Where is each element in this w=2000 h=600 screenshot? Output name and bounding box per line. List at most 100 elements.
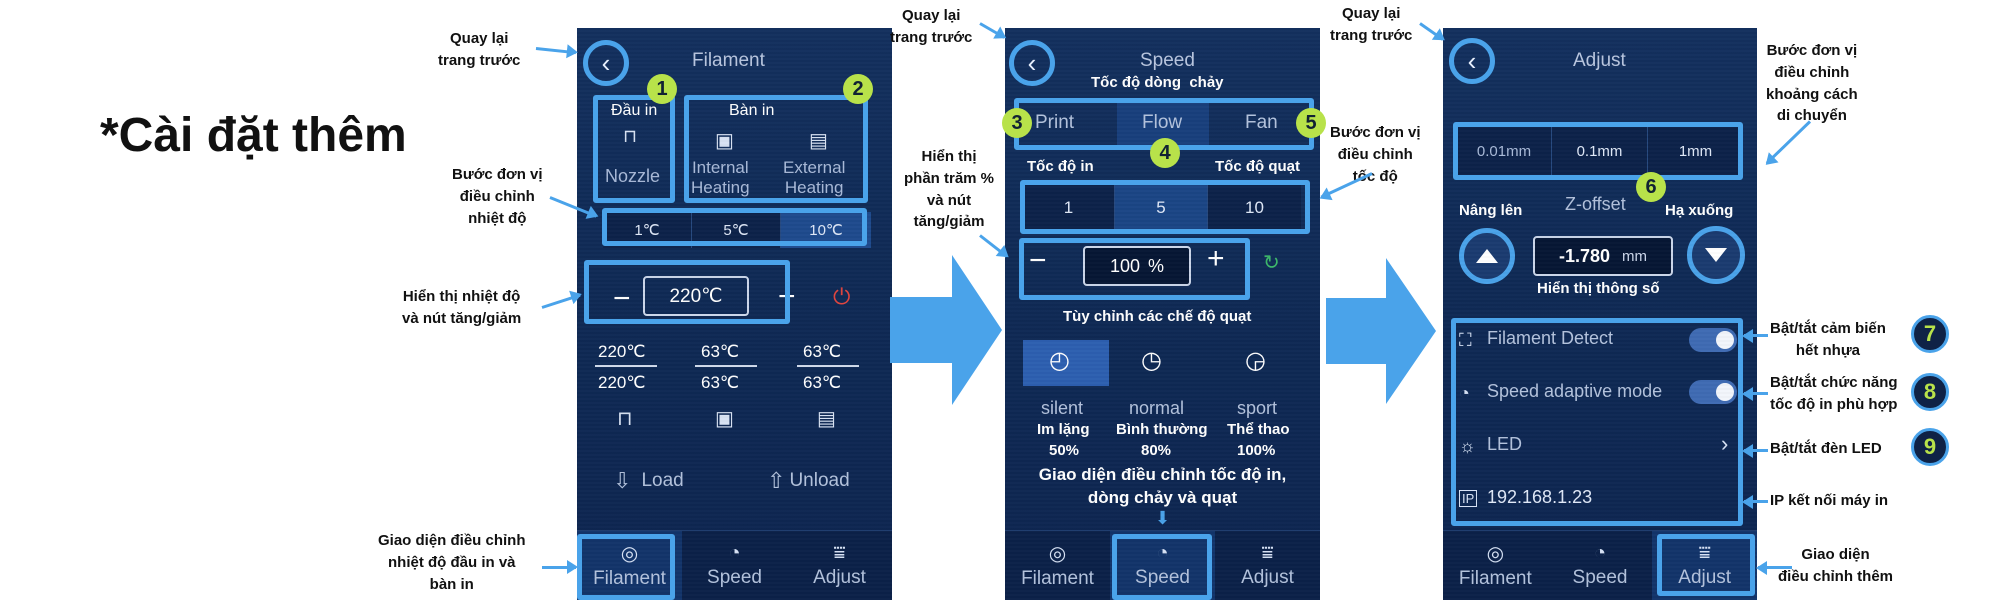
speed-adaptive-toggle[interactable] [1689,380,1737,404]
tab-adjust[interactable]: ⩸Adjust [1652,531,1757,600]
filament-spool-icon: ◎ [1486,543,1505,565]
annotation-percent-display: Hiển thị phần trăm % và nút tăng/giảm [904,148,995,231]
speed-screen: ‹ Speed Tốc độ dòng chảy Print Flow Fan … [1005,28,1320,600]
mode-name: sport [1237,398,1278,418]
tab-label: Filament [1458,568,1532,589]
annotation-filament-sensor: Bật/tắt cảm biến hết nhựa [1770,320,1886,359]
tab-filament[interactable]: ◎Filament [1005,531,1110,600]
tab-speed[interactable]: ◔Speed [1110,531,1215,600]
readout-current: 63℃ [701,342,740,361]
percent-increase-button[interactable]: + [1207,242,1225,275]
speed-step-10[interactable]: 10 [1245,198,1264,217]
z-up-button[interactable] [1459,228,1515,284]
nozzle-icon[interactable]: ⊓ [623,126,638,146]
tab-label: Speed [707,567,762,588]
tab-filament[interactable]: ◎ Filament [1443,531,1548,600]
filament-spool-icon: ◎ [620,543,639,565]
back-button[interactable]: ‹ [1449,38,1495,84]
nozzle-label[interactable]: Nozzle [605,166,661,186]
mode-vi: Thể thao [1227,421,1290,438]
tab-filament[interactable]: ◎Filament [577,531,682,600]
mode-name: silent [1041,398,1084,418]
fan-sport-icon[interactable]: ◶ [1245,347,1266,374]
badge-6: 6 [1636,172,1666,202]
temp-increase-button[interactable]: + [778,280,796,313]
power-icon[interactable]: ⏻ [833,284,851,309]
back-button[interactable]: ‹ [1009,40,1055,86]
back-button[interactable]: ‹ [583,40,629,86]
percent-value: 100 [1109,255,1141,276]
reset-icon[interactable]: ↻ [1263,252,1280,274]
unload-button[interactable]: ⇧ Unload [767,468,850,494]
internal-heating-label[interactable]: Internal Heating [691,158,750,198]
tab-speed[interactable]: ◔Speed [682,531,787,600]
nozzle-header: Đầu in [611,102,658,119]
mode-vi: Im lặng [1037,421,1090,438]
load-button[interactable]: ⇩ Load [613,468,684,494]
unload-label: Unload [789,470,850,491]
screen-title: Adjust [1573,50,1626,71]
zoffset-value: -1.780 [1558,245,1611,266]
percent-decrease-button[interactable]: − [1029,244,1047,277]
annotation-speed-step: Bước đơn vị điều chỉnh tốc độ [1330,124,1421,185]
pointer-arrow [1744,392,1768,395]
tab-print[interactable]: Print [1035,112,1075,133]
flow-arrow-icon [1326,258,1436,404]
bottom-nav: ◎Filament ◔Speed ⩸Adjust [577,530,892,600]
mode-name: normal [1129,398,1185,418]
temp-step-5[interactable]: 5℃ [692,212,781,248]
badge-3: 3 [1002,108,1032,138]
pointer-arrow [535,47,576,55]
temp-step-1[interactable]: 1℃ [603,212,692,248]
load-icon: ⇩ [613,468,632,493]
temp-step-10[interactable]: 10℃ [781,212,871,248]
internal-heating-icon: ▣ [715,408,734,430]
chevron-right-icon[interactable]: › [1721,431,1729,456]
readout-divider [695,365,757,367]
move-step-0-1[interactable]: 0.1mm [1552,124,1648,178]
readout-divider [595,365,657,367]
annotation-back: Quay lại trang trước [890,7,973,46]
adjust-screen: ‹ Adjust 0.01mm 0.1mm 1mm Nâng lên Z-off… [1443,28,1757,600]
filament-detect-toggle[interactable] [1689,328,1737,352]
tab-flow[interactable]: Flow [1142,112,1183,133]
tab-adjust[interactable]: ⩸Adjust [787,531,892,600]
fan-mode-silent-bg[interactable] [1023,340,1109,386]
setting-label: Speed adaptive mode [1487,381,1663,401]
bottom-nav: ◎ Filament ◔Speed ⩸Adjust [1443,530,1757,600]
readout-divider [797,365,859,367]
speed-step-1[interactable]: 1 [1023,185,1115,231]
readout-target: 63℃ [701,373,740,392]
tab-adjust[interactable]: ⩸Adjust [1215,531,1320,600]
move-step-0-01[interactable]: 0.01mm [1457,124,1552,178]
move-step-1[interactable]: 1mm [1678,142,1713,160]
speed-step-bar: 1 5 10 [1023,185,1301,231]
tab-fan[interactable]: Fan [1245,112,1278,133]
bed-header: Bàn in [729,102,775,119]
badge-8: 8 [1911,373,1949,411]
tab-label: Speed [1135,567,1190,588]
external-heating-icon[interactable]: ▤ [809,130,828,152]
adjust-sliders-icon: ⩸ [1698,542,1711,564]
tab-label: Adjust [1241,567,1294,588]
flow-arrow-icon [890,255,1002,405]
external-heating-label[interactable]: External Heating [783,158,846,198]
print-speed-label: Tốc độ in [1027,158,1094,175]
annotation-temp-step: Bước đơn vị điều chỉnh nhiệt độ [452,166,543,227]
speed-ui-caption: Giao diện điều chỉnh tốc độ in, dòng chả… [1038,465,1287,507]
pointer-arrow [1744,334,1768,337]
fan-speed-label: Tốc độ quạt [1215,158,1300,175]
temp-value-field: 220℃ [643,276,749,316]
ip-icon: IP [1459,490,1478,507]
speed-step-5[interactable]: 5 [1115,185,1208,231]
temp-decrease-button[interactable]: − [613,282,631,315]
setting-label[interactable]: LED [1487,434,1523,454]
fan-normal-icon[interactable]: ◷ [1141,347,1162,374]
pointer-arrow [1744,500,1768,503]
temp-value: 220℃ [669,285,723,307]
z-down-button[interactable] [1687,226,1745,284]
tab-speed[interactable]: ◔Speed [1548,531,1653,600]
readout-current: 220℃ [598,342,646,361]
internal-heating-icon[interactable]: ▣ [715,130,734,152]
